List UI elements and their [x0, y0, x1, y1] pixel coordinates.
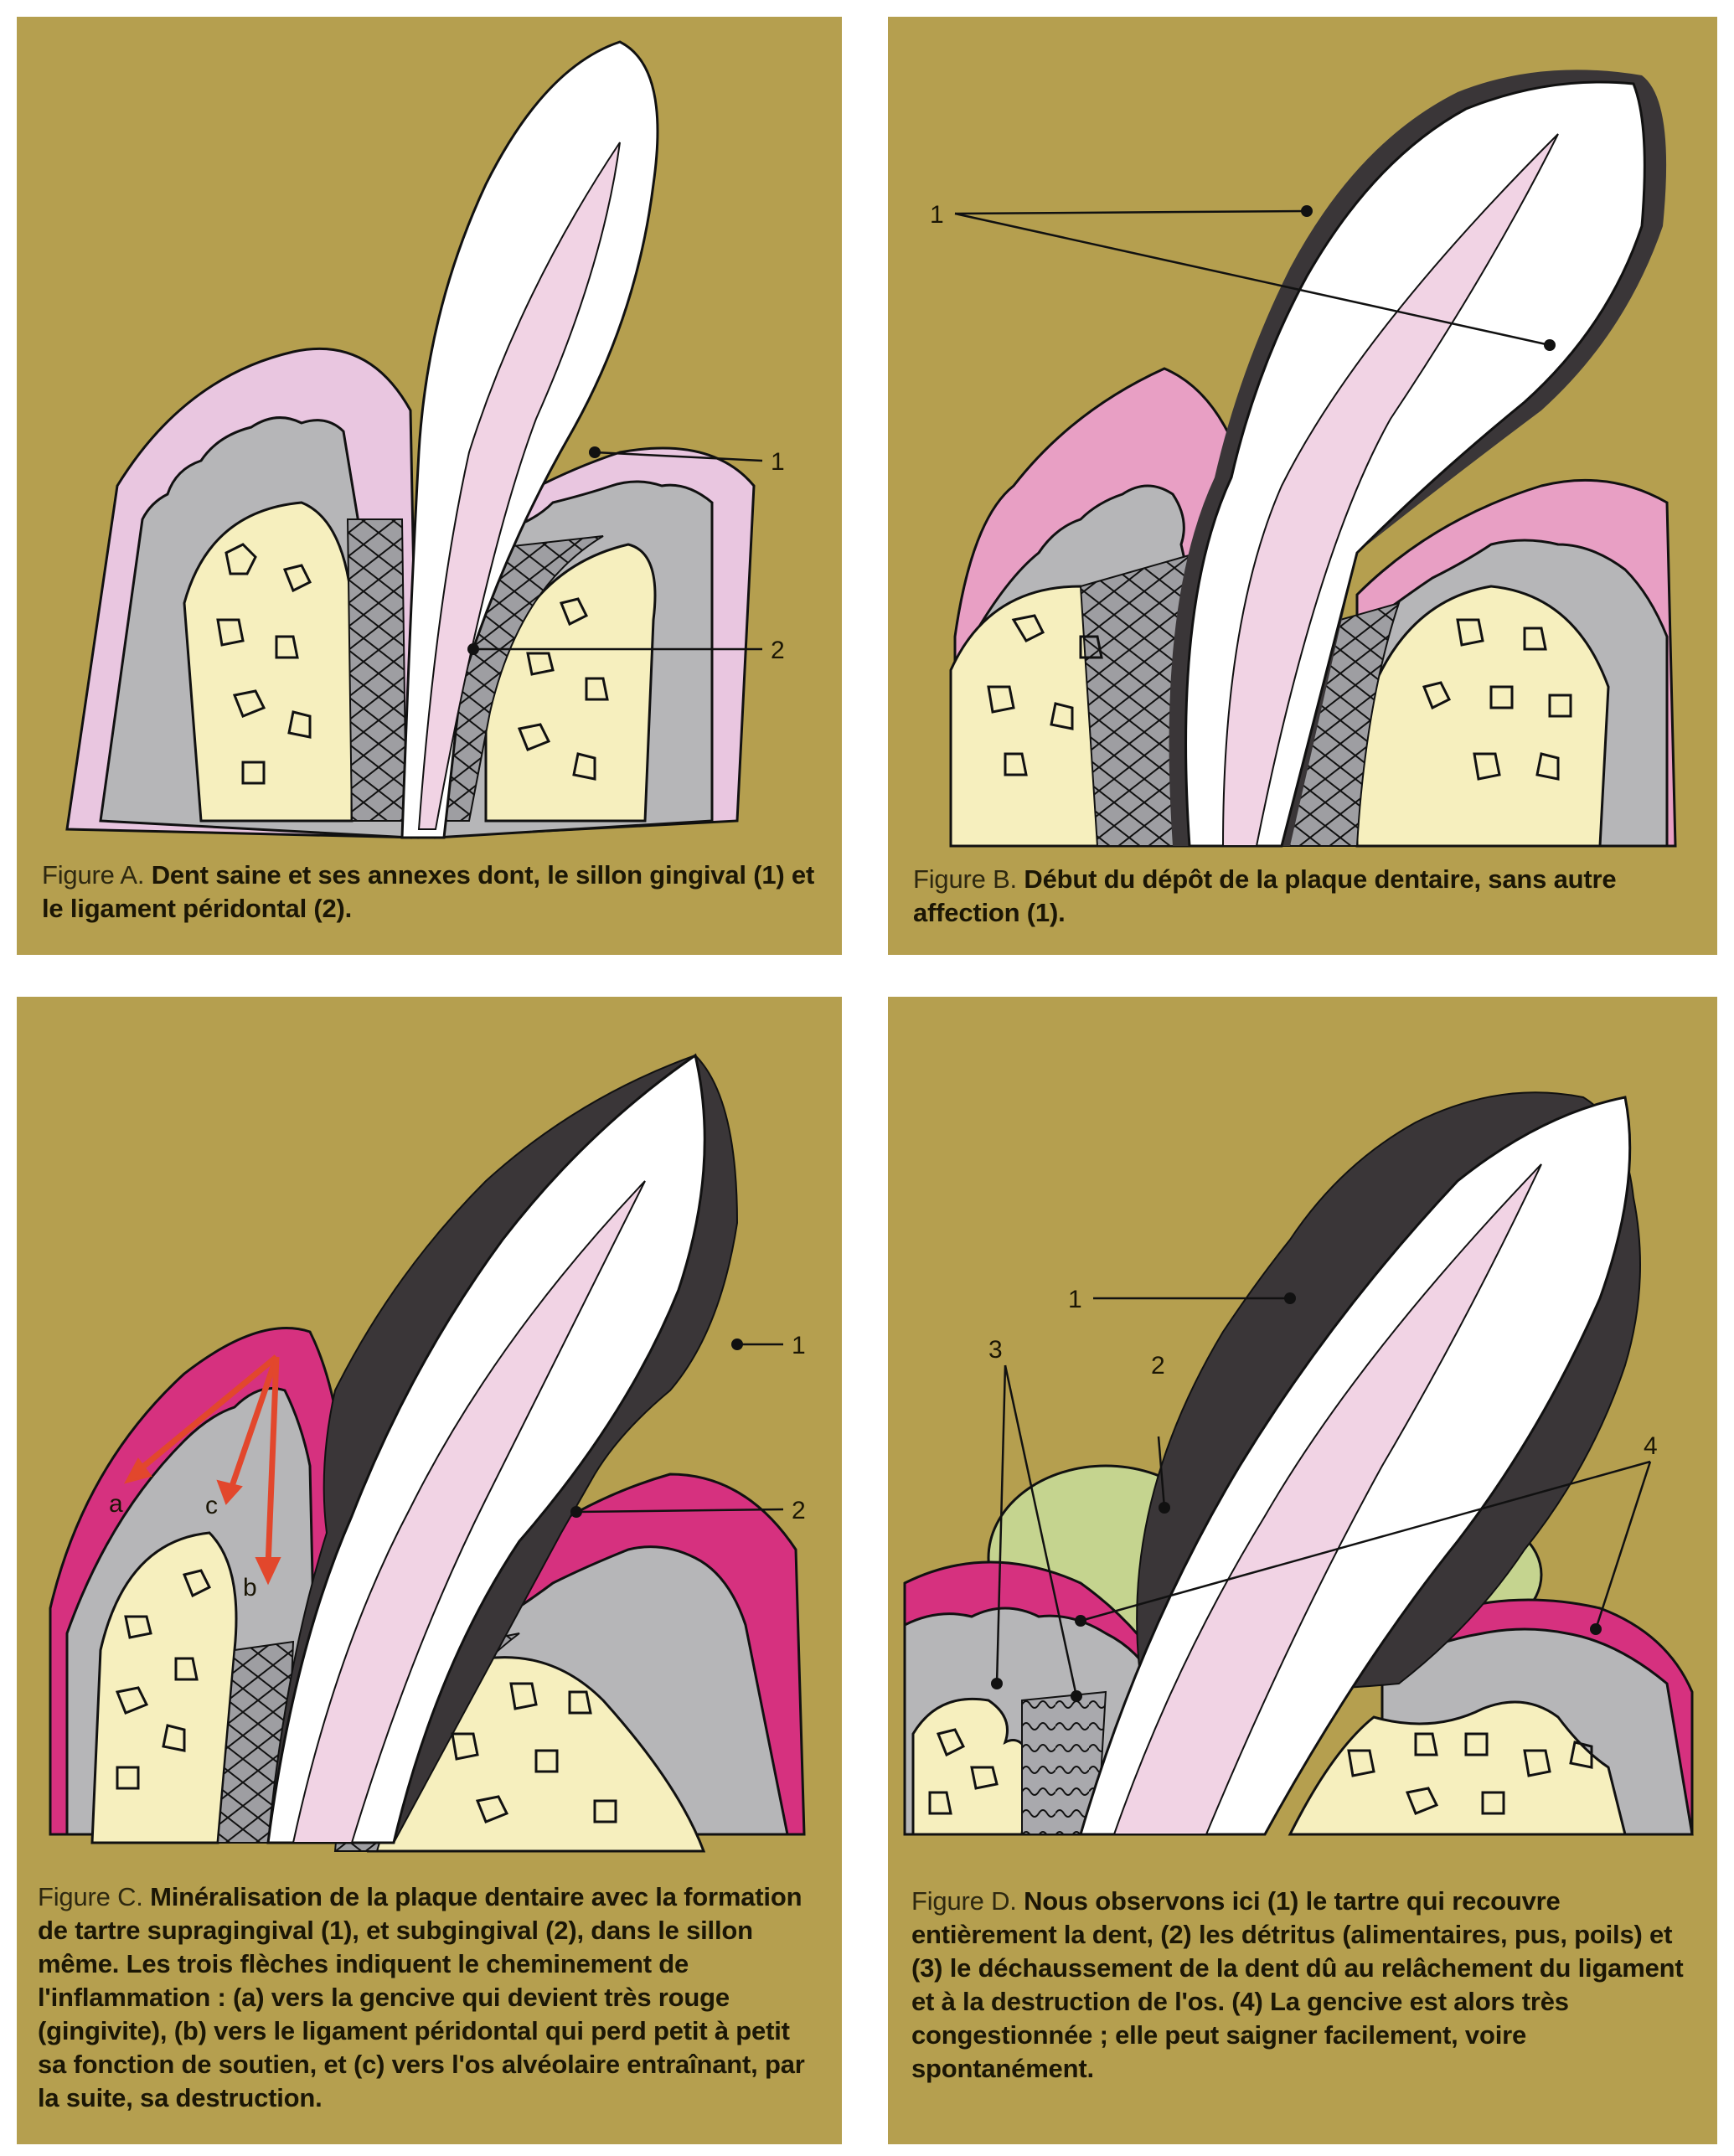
label-2: 2	[771, 637, 785, 664]
label-b: b	[243, 1574, 257, 1602]
caption-figure-a: Figure A. Dent saine et ses annexes dont…	[42, 859, 821, 926]
ligament-left	[346, 518, 408, 822]
caption-lead: Figure D.	[911, 1886, 1017, 1916]
pulp	[1221, 133, 1559, 847]
label-2: 2	[792, 1497, 806, 1524]
panel-figure-a: 1 2 Figure A. Dent saine et ses annexes …	[17, 17, 842, 955]
label-1: 1	[792, 1332, 806, 1359]
pulp	[292, 1180, 646, 1844]
label-1: 1	[930, 201, 944, 229]
label-3: 3	[988, 1336, 1003, 1364]
caption-lead: Figure B.	[913, 864, 1017, 894]
label-a: a	[109, 1490, 123, 1518]
caption-text: Minéralisation de la plaque dentaire ave…	[38, 1882, 805, 2112]
caption-figure-d: Figure D. Nous observons ici (1) le tart…	[911, 1885, 1699, 2086]
bone-left	[183, 501, 354, 823]
caption-figure-b: Figure B. Début du dépôt de la plaque de…	[913, 863, 1625, 930]
diagram-healthy-tooth: 1 2	[65, 40, 785, 839]
caption-lead: Figure A.	[42, 860, 145, 890]
caption-text: Dent saine et ses annexes dont, le sillo…	[42, 860, 815, 923]
label-c: c	[205, 1492, 218, 1519]
diagram-tartar-mineralisation: a b c 1 2	[49, 1053, 806, 1853]
callout-line-1	[594, 451, 763, 462]
caption-text: Nous observons ici (1) le tartre qui rec…	[911, 1886, 1684, 2083]
diagram-advanced-periodontitis: 1 2 3 4	[903, 1091, 1694, 1836]
caption-text: Début du dépôt de la plaque dentaire, sa…	[913, 864, 1617, 927]
caption-figure-c: Figure C. Minéralisation de la plaque de…	[38, 1880, 825, 2115]
pulp	[1112, 1163, 1542, 1835]
caption-lead: Figure C.	[38, 1882, 143, 1911]
bone-left	[90, 1531, 238, 1844]
pulp	[417, 142, 621, 830]
label-4: 4	[1644, 1432, 1658, 1460]
label-1: 1	[1068, 1286, 1082, 1313]
label-1: 1	[771, 448, 785, 476]
label-2: 2	[1151, 1352, 1165, 1380]
diagram-plaque-deposit: 1	[930, 70, 1677, 848]
panel-figure-c: a b c 1 2 Figure C. Minéralisation de la…	[17, 997, 842, 2144]
bone-right	[1288, 1700, 1627, 1836]
panel-figure-d: 1 2 3 4 Figure D. Nous observons ici (1)…	[888, 997, 1717, 2144]
panel-figure-b: 1 Figure B. Début du dépôt de la plaque …	[888, 17, 1717, 955]
